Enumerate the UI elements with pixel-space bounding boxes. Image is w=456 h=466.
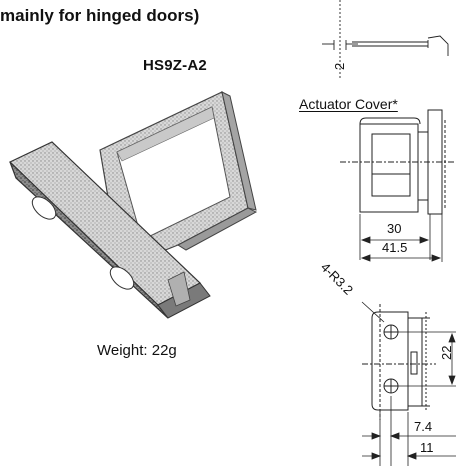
actuator-illustration (8, 91, 258, 319)
width-dimensions (359, 214, 443, 262)
dim-hole-radius: 4-R3.2 (318, 260, 356, 298)
offset-dimensions (362, 396, 456, 466)
dim-thickness: 2 (332, 63, 347, 70)
weight-label: Weight: 22g (97, 342, 177, 359)
model-label: HS9Z-A2 (143, 57, 207, 74)
dim-width-outer: 41.5 (382, 240, 407, 255)
side-view-thickness (322, 0, 449, 80)
dim-offset-large: 11 (420, 440, 434, 455)
front-view (340, 109, 456, 215)
dim-width-inner: 30 (387, 221, 401, 236)
bottom-view (362, 304, 436, 420)
dim-hole-pitch: 22 (439, 346, 454, 360)
hole-radius-leader (361, 301, 385, 323)
section-title: mainly for hinged doors) (0, 6, 200, 25)
dim-offset-small: 7.4 (414, 419, 432, 434)
hole-pitch-dimension (398, 331, 456, 387)
actuator-cover-callout: Actuator Cover* (299, 96, 398, 112)
